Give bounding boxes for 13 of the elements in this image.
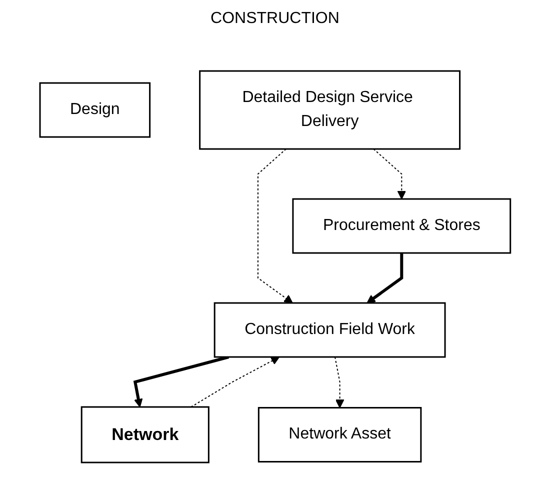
arrow <box>133 356 229 408</box>
arrow <box>334 356 344 408</box>
node-box: Detailed Design Service Delivery <box>198 70 460 150</box>
diagram-title: CONSTRUCTION <box>210 9 340 29</box>
node-box: Construction Field Work <box>214 302 446 358</box>
node-box: Network <box>80 406 210 464</box>
node-box: Network Asset <box>258 407 422 463</box>
arrow <box>257 148 293 304</box>
node-box: Design <box>39 82 150 138</box>
node-box: Procurement & Stores <box>292 198 511 254</box>
arrow <box>366 253 403 304</box>
arrow <box>190 356 280 408</box>
arrow <box>372 148 406 200</box>
